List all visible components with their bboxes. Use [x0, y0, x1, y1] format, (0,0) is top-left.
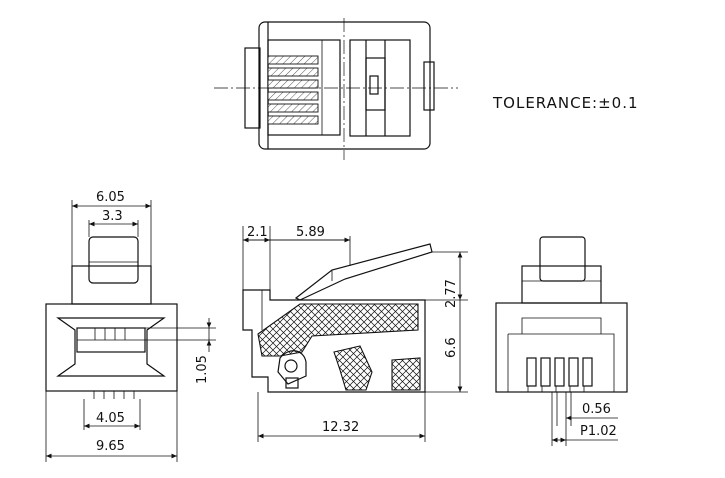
- dim-5-89: 5.89: [296, 225, 325, 240]
- dim-1-05: 1.05: [195, 355, 210, 384]
- dim-6-6: 6.6: [444, 337, 459, 358]
- dim-3-3: 3.3: [102, 209, 123, 224]
- front-view: 6.05 3.3 1.05 4.05 9.65: [45, 190, 216, 462]
- dim-4-05: 4.05: [96, 411, 125, 426]
- rear-view: 0.56 P1.02: [495, 236, 628, 446]
- dim-0-56: 0.56: [582, 402, 611, 417]
- dim-12-32: 12.32: [322, 420, 359, 435]
- tolerance-note: TOLERANCE:±0.1: [492, 94, 639, 112]
- dim-2-77: 2.77: [444, 279, 459, 308]
- dim-6-05: 6.05: [96, 190, 125, 205]
- side-view: 2.1 5.89 2.77 6.6 12.32: [242, 225, 468, 442]
- dim-2-1: 2.1: [247, 225, 268, 240]
- dim-9-65: 9.65: [96, 439, 125, 454]
- top-view: [214, 18, 458, 160]
- dim-p1-02: P1.02: [580, 424, 617, 439]
